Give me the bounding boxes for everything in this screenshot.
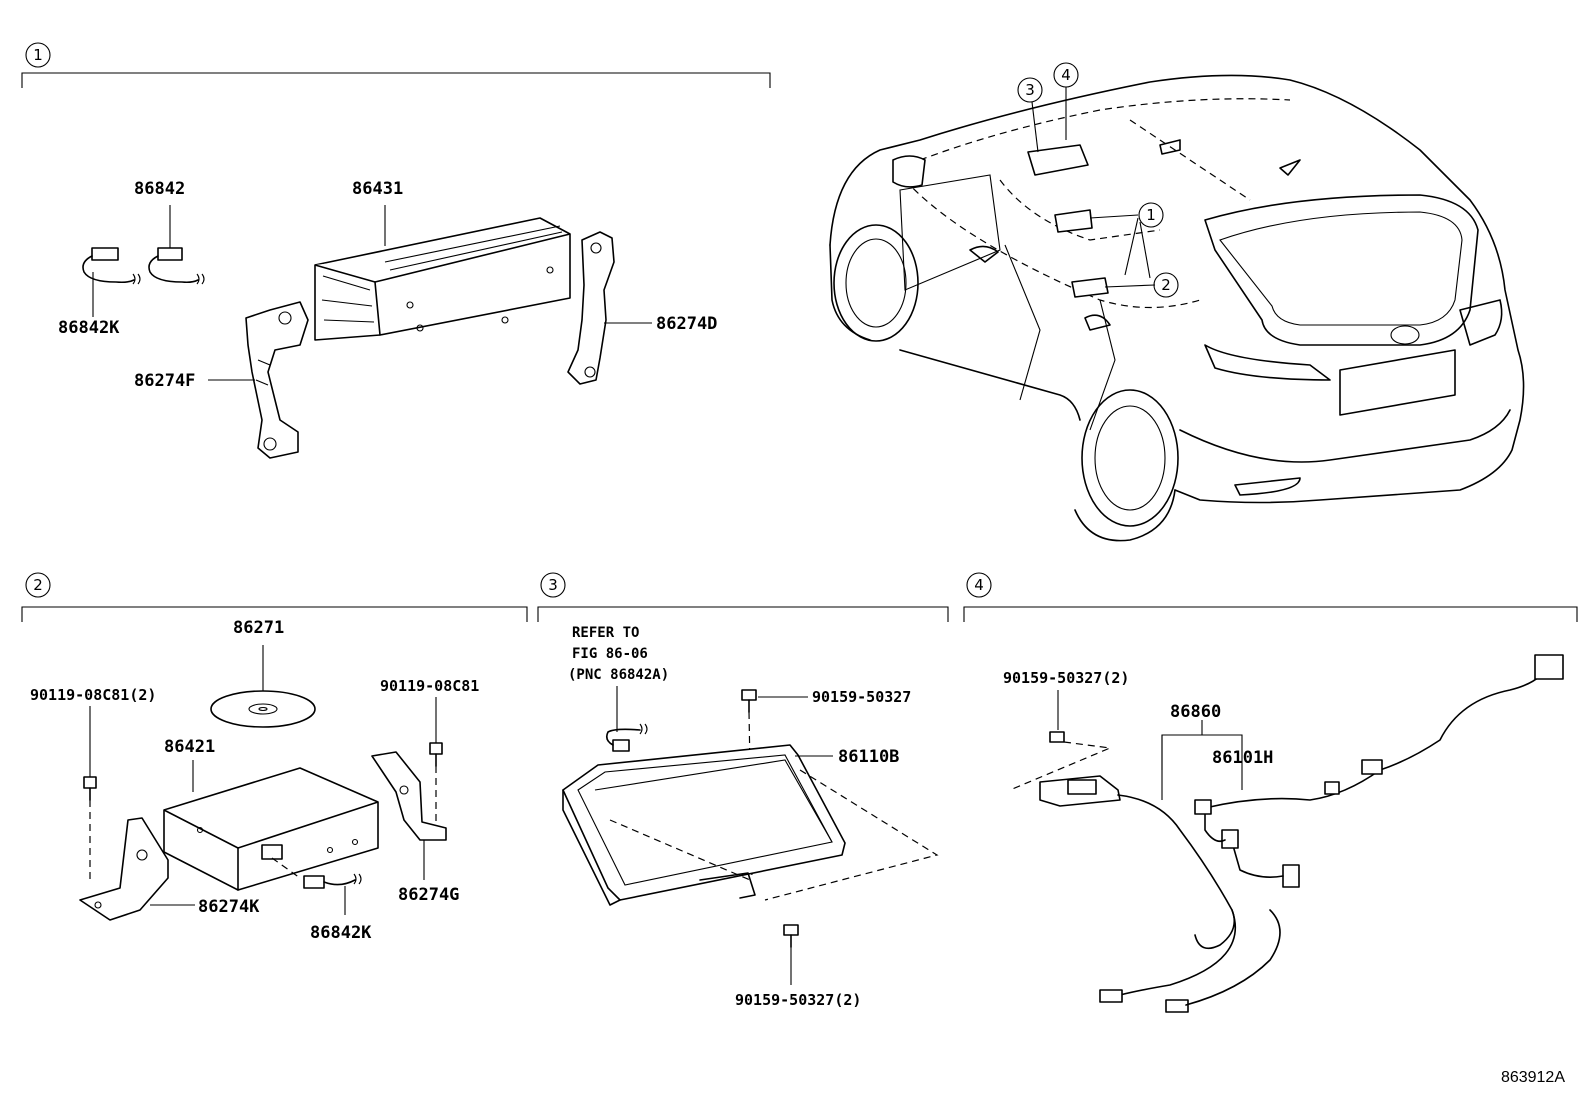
label-86110b: 86110B: [838, 747, 899, 767]
section-3-number-circle: [540, 572, 566, 598]
harness-86101h: [1194, 654, 1564, 843]
connector-86842k: [82, 247, 141, 317]
vehicle-callout-2-circle: [1153, 272, 1179, 298]
drawing-code: 863912A: [1501, 1069, 1565, 1086]
disc-86271: [210, 645, 316, 728]
label-86842k-s2: 86842K: [310, 923, 372, 943]
section-2-bracket: [21, 606, 528, 622]
bolt-left: [83, 706, 97, 880]
vehicle-illustration: 3 4 1 2: [829, 62, 1525, 542]
label-bolt-right: 90119-08C81: [380, 677, 479, 695]
display-86110b: [562, 744, 939, 906]
label-screw-s4: 90159-50327(2): [1003, 669, 1129, 687]
label-screw-top: 90159-50327: [812, 688, 911, 706]
label-86431: 86431: [352, 179, 403, 199]
section-2-number-circle: [25, 572, 51, 598]
vehicle-callout-3-circle: [1017, 77, 1043, 103]
section-4-number: 4: [974, 576, 984, 594]
head-unit-86431: [314, 205, 571, 341]
label-86101h: 86101H: [1212, 748, 1273, 768]
connector-86842: [148, 205, 205, 285]
bracket-86274g: [371, 751, 447, 880]
connector-86842k-s2: [271, 857, 362, 915]
label-refer-line3: (PNC 86842A): [568, 667, 669, 683]
bracket-86274f: [208, 301, 309, 459]
section-1-number: 1: [33, 46, 43, 64]
bracket-86274k: [79, 817, 195, 921]
module-86860: [1039, 775, 1300, 1013]
section-2-number: 2: [33, 576, 43, 594]
label-86274d: 86274D: [656, 314, 717, 334]
vehicle-callout-1-circle: [1138, 202, 1164, 228]
label-86842: 86842: [134, 179, 185, 199]
label-bolt-left: 90119-08C81(2): [30, 686, 156, 704]
section-4-bracket: [963, 606, 1578, 622]
connector-86842a-ref: [606, 686, 648, 752]
vehicle-callout-2: 2: [1161, 276, 1171, 294]
section-1-bracket: [21, 72, 771, 88]
label-refer-line2: FIG 86-06: [572, 646, 648, 662]
section-3-number: 3: [548, 576, 558, 594]
label-86842k: 86842K: [58, 318, 120, 338]
section-4: 4: [963, 572, 1578, 1013]
label-86274k: 86274K: [198, 897, 260, 917]
screw-bottom: [783, 924, 799, 985]
vehicle-callout-4-circle: [1053, 62, 1079, 88]
label-86421: 86421: [164, 737, 215, 757]
label-screw-bottom: 90159-50327(2): [735, 991, 861, 1009]
bolt-right: [429, 697, 443, 830]
section-1: 1: [21, 42, 771, 459]
label-86274g: 86274G: [398, 885, 459, 905]
vehicle-callout-4: 4: [1061, 66, 1071, 84]
label-refer-line1: REFER TO: [572, 625, 639, 641]
section-3-bracket: [537, 606, 949, 622]
vehicle-callout-3: 3: [1025, 81, 1035, 99]
label-86271: 86271: [233, 618, 284, 638]
section-3: 3: [537, 572, 949, 1009]
section-2: 2: [21, 572, 528, 943]
amplifier-86421: [163, 760, 379, 891]
vehicle-callout-1: 1: [1146, 206, 1156, 224]
label-86860: 86860: [1170, 702, 1221, 722]
section-1-number-circle: [25, 42, 51, 68]
section-4-number-circle: [966, 572, 992, 598]
screw-s4: [1009, 690, 1113, 791]
bracket-86274d: [567, 231, 652, 385]
label-86274f: 86274F: [134, 371, 195, 391]
